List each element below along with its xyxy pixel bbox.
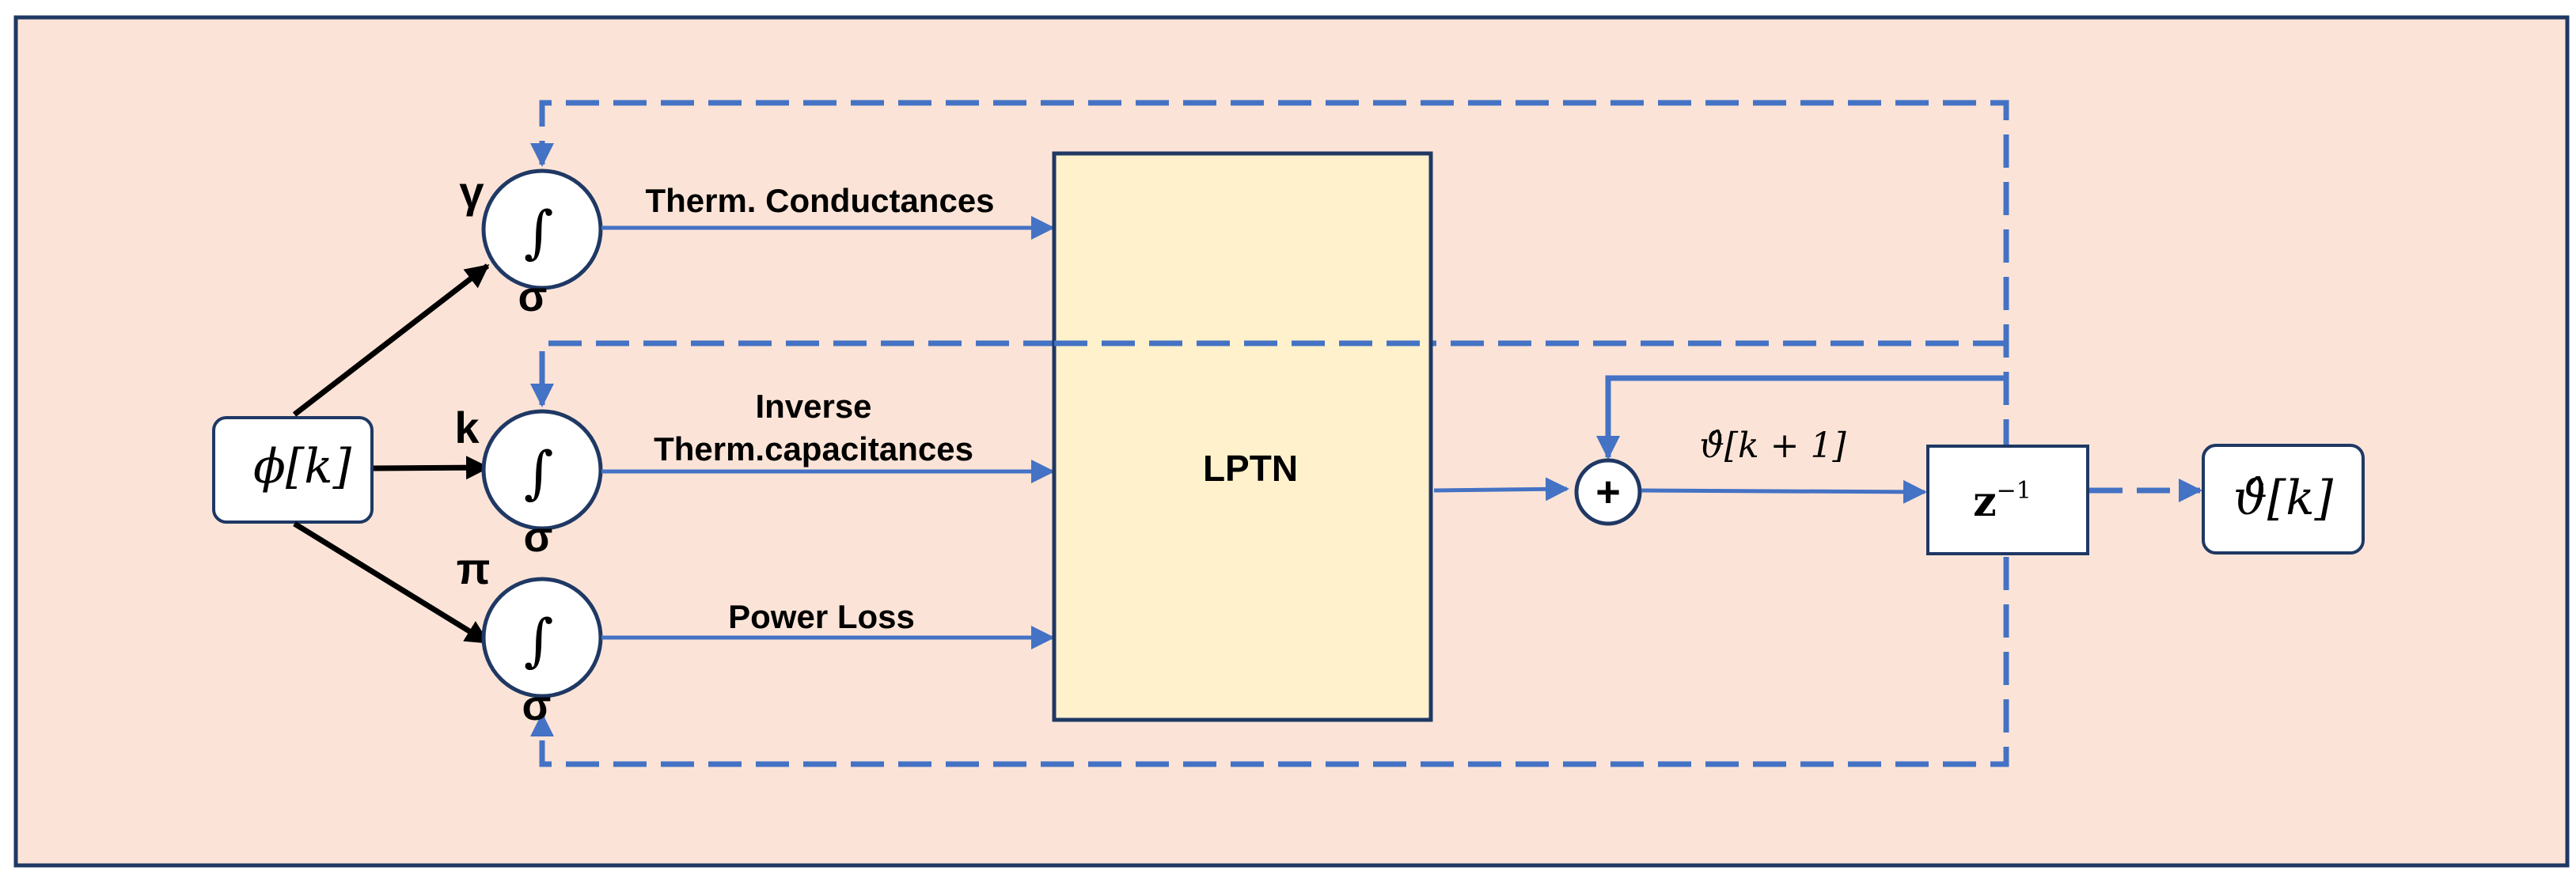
delay-exponent: −1 (1997, 477, 2032, 505)
lptn-block (1052, 151, 1433, 722)
integral-symbol: ∫ (524, 439, 554, 505)
next-state-label: ϑ̂[k + 1] (1699, 426, 1846, 466)
signal-arrows (601, 216, 1055, 649)
arrow-lptn-to-sum (1433, 477, 1569, 502)
arrow-input-to-integrator-2 (373, 456, 490, 480)
arrow-input-to-integrator-1 (292, 263, 490, 417)
signal-label-inverse-2: Therm.capacitances (654, 430, 973, 467)
feedback-lines (530, 100, 2202, 767)
delay-label: z−1 (1973, 477, 2032, 526)
feedback-loop-top (530, 100, 2009, 452)
arrow-sum-to-delay (1641, 479, 1927, 504)
feedback-loop-middle (530, 340, 2006, 407)
output-label: ϑ̂[k] (2233, 471, 2334, 526)
signal-label-power-loss: Power Loss (728, 598, 915, 635)
signal-label-therm-conductances: Therm. Conductances (645, 182, 994, 219)
integrator-node (481, 168, 603, 290)
param-gamma: γ (459, 167, 484, 217)
param-sigma: σ (524, 513, 553, 561)
input-arrows (292, 263, 490, 645)
sum-symbol: + (1595, 468, 1621, 516)
sum-feedback-line (1596, 375, 2006, 460)
arrow-input-to-integrator-3 (293, 521, 490, 645)
param-k: k (454, 403, 480, 452)
integrator-1: ∫ γ σ (459, 167, 603, 320)
delay-block (1926, 445, 2089, 555)
sum-node (1574, 458, 1642, 526)
delay-base: z (1973, 478, 1997, 526)
input-label: ϕ[k] (253, 439, 352, 494)
feedback-loop-bottom (530, 557, 2009, 767)
param-pi: π (457, 543, 491, 593)
output-block (2202, 444, 2365, 555)
integral-symbol: ∫ (524, 607, 554, 673)
param-sigma: σ (522, 682, 552, 729)
param-sigma: σ (518, 273, 548, 320)
input-block (212, 416, 374, 524)
integrator-node (481, 409, 603, 531)
integrator-2: ∫ k σ (454, 403, 603, 561)
integral-symbol: ∫ (524, 199, 554, 265)
signal-label-inverse-1: Inverse (755, 388, 871, 425)
integrator-node (481, 577, 603, 698)
lptn-label: LPTN (1203, 448, 1298, 489)
integrator-3: ∫ π σ (457, 543, 603, 729)
